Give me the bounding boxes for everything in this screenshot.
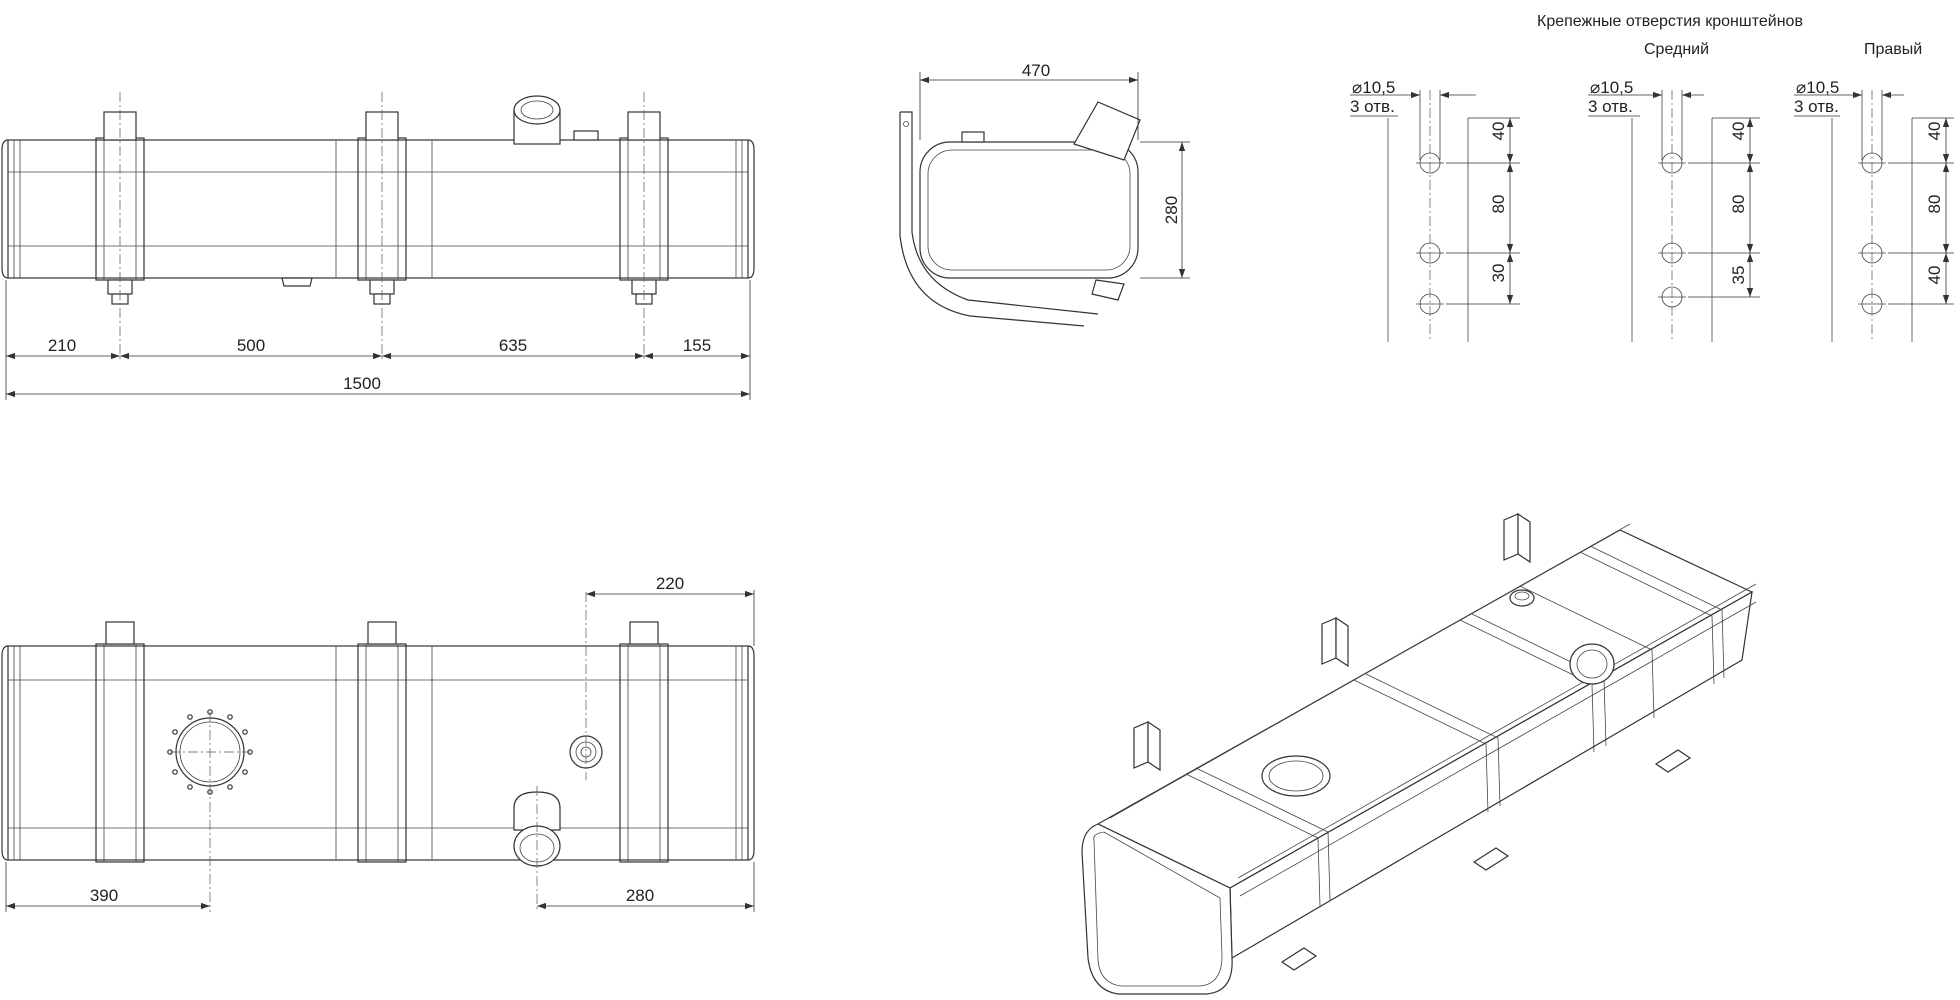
hole-diameter-middle: 10,5	[1600, 78, 1633, 97]
spacing-right-2: 80	[1925, 195, 1944, 214]
diameter-symbol: ⌀	[1590, 78, 1600, 97]
dim-500: 500	[237, 336, 265, 355]
dim-210: 210	[48, 336, 76, 355]
hole-count-middle: 3 отв.	[1588, 97, 1633, 116]
spacing-left-2: 80	[1489, 195, 1508, 214]
dim-390: 390	[90, 886, 118, 905]
dim-280-side: 280	[1162, 196, 1181, 224]
dim-470: 470	[1022, 61, 1050, 80]
hole-detail-middle: ⌀10,5 3 отв. 40 80 35	[1588, 78, 1760, 342]
diameter-symbol: ⌀	[1352, 78, 1362, 97]
dim-155: 155	[683, 336, 711, 355]
dim-1500: 1500	[343, 374, 381, 393]
spacing-middle-3: 35	[1729, 266, 1748, 285]
hole-detail-right: ⌀10,5 3 отв. 40 80 40	[1794, 78, 1954, 342]
spacing-left-1: 40	[1489, 122, 1508, 141]
spacing-right-3: 40	[1925, 266, 1944, 285]
title-label: Крепежные отверстия кронштейнов	[1537, 13, 1803, 30]
hole-count-left: 3 отв.	[1350, 97, 1395, 116]
svg-text:⌀10,5: ⌀10,5	[1796, 78, 1839, 97]
spacing-right-1: 40	[1925, 122, 1944, 141]
hole-detail-left: ⌀10,5 3 отв. 40 80 30	[1350, 78, 1520, 342]
hole-count-right: 3 отв.	[1794, 97, 1839, 116]
right-bracket-label: Правый	[1864, 41, 1922, 58]
hole-diameter-left: 10,5	[1362, 78, 1395, 97]
dim-220: 220	[656, 574, 684, 593]
isometric-tank-icon	[1081, 512, 1757, 995]
spacing-middle-1: 40	[1729, 122, 1748, 141]
hole-diameter-right: 10,5	[1806, 78, 1839, 97]
spacing-left-3: 30	[1489, 264, 1508, 283]
diameter-symbol: ⌀	[1796, 78, 1806, 97]
dim-635: 635	[499, 336, 527, 355]
dim-280-bottom: 280	[626, 886, 654, 905]
spacing-middle-2: 80	[1729, 195, 1748, 214]
bottom-view: 220 390 280	[1, 574, 755, 912]
svg-text:⌀10,5: ⌀10,5	[1352, 78, 1395, 97]
middle-bracket-label: Средний	[1644, 41, 1709, 58]
svg-text:⌀10,5: ⌀10,5	[1590, 78, 1633, 97]
side-view: 470 280	[899, 61, 1190, 327]
front-view: 210 500 635 155 1500	[1, 92, 755, 400]
header: Крепежные отверстия кронштейнов Средний …	[1537, 13, 1922, 58]
